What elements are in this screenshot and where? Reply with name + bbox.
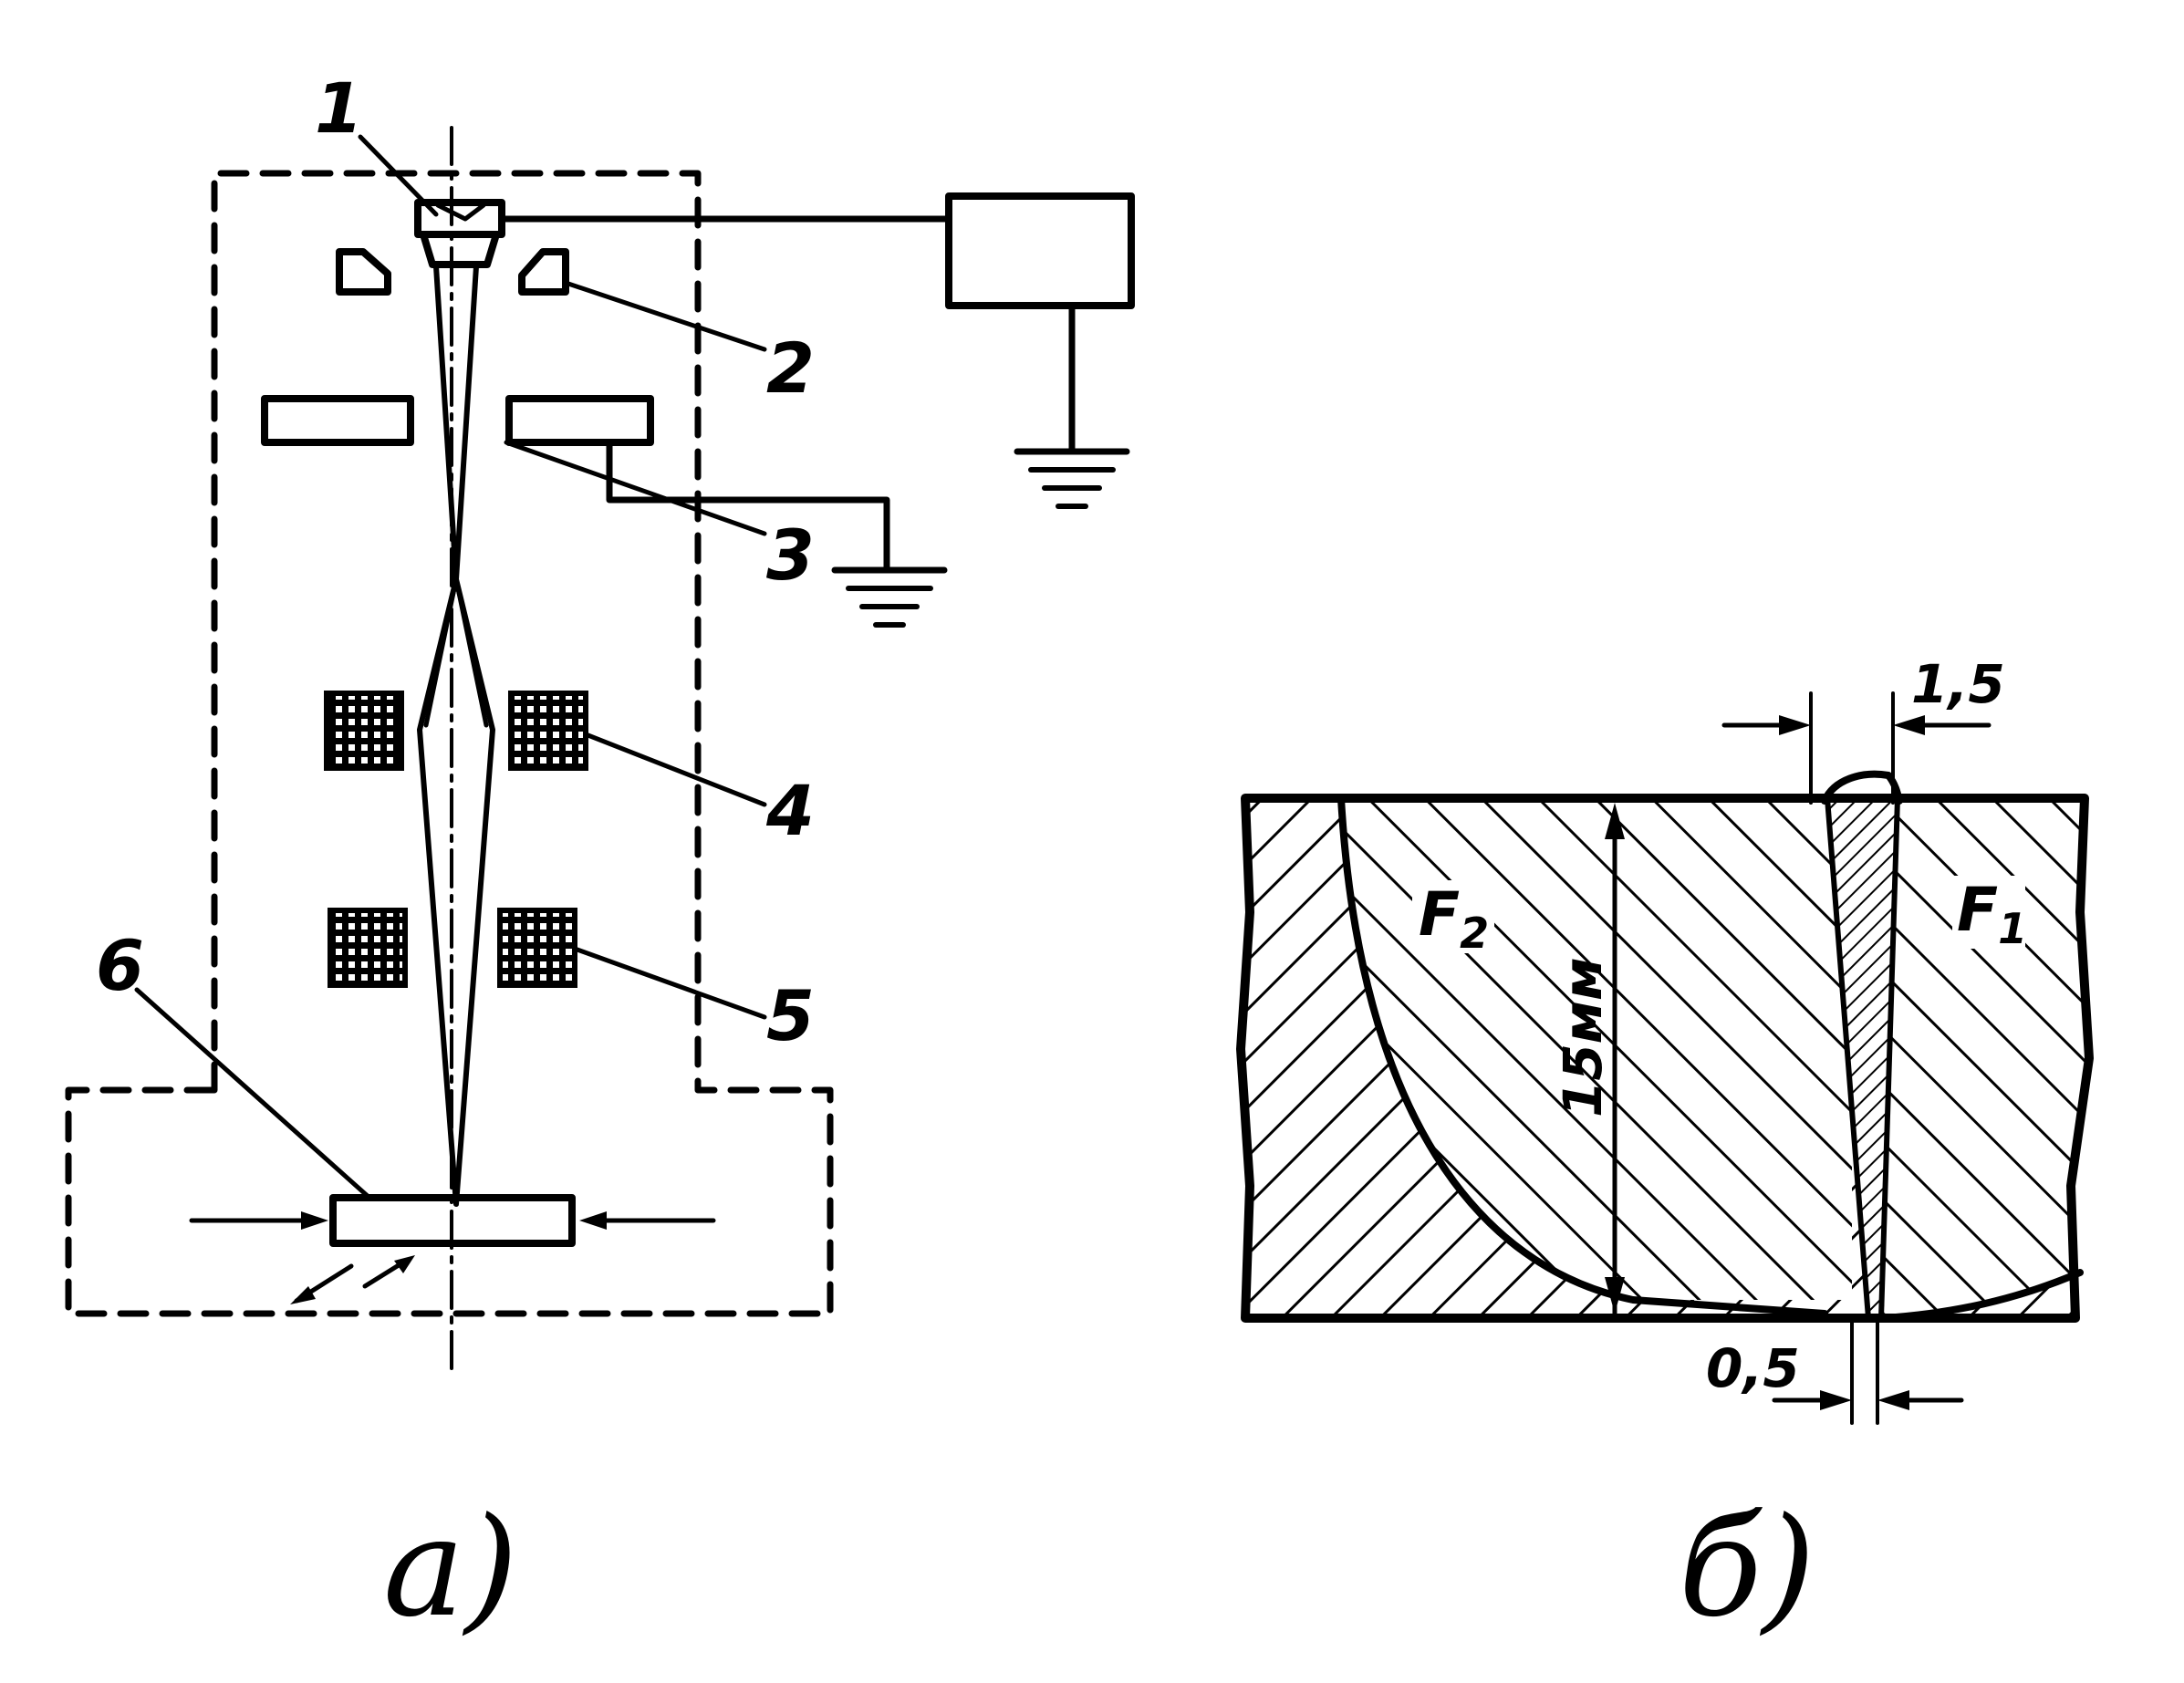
label-anode: 3 (766, 514, 815, 596)
depth-label: 15мм (1552, 957, 1614, 1117)
deflection-coil-left (328, 908, 408, 988)
f2-label-bg (1412, 880, 1494, 953)
anode-ground-wire (606, 439, 890, 574)
anode-left (261, 395, 414, 446)
top-width-dimension (1721, 691, 1992, 805)
ground-symbol-supply (1014, 448, 1130, 509)
focusing-electrode-left (336, 248, 391, 296)
caption-b: б) (1679, 1489, 1815, 1647)
bottom-width-label: 0,5 (1706, 1337, 1800, 1399)
f1-label: F1 (1957, 875, 2027, 953)
leader-lines (134, 134, 767, 1200)
workpiece-motion-arrows (290, 1255, 415, 1304)
weld-cross-section: 15мм 1,5 0,5 F2 F1 б) (1236, 653, 2094, 1647)
bottom-width-dimension (1772, 1316, 1964, 1425)
plate-outline (1236, 794, 2094, 1323)
power-supply (945, 192, 1135, 309)
depth-dimension (1605, 803, 1625, 1316)
ground-symbol-anode (831, 566, 948, 628)
vacuum-chamber-outline (65, 170, 834, 1317)
magnetic-lens-right (508, 691, 588, 771)
f2-boundary (1337, 795, 1828, 1317)
fusion-zone-f1-hatch (1884, 798, 2085, 1318)
label-magnetic-lens: 4 (765, 770, 815, 851)
weld-crown (1821, 770, 1903, 805)
label-deflection-system: 5 (766, 975, 815, 1056)
magnetic-lens-left (324, 691, 404, 771)
electron-beam (417, 264, 495, 1207)
anode-right (505, 395, 654, 446)
focusing-electrode-right (518, 248, 569, 296)
workpiece-clamp-arrows (189, 1211, 716, 1230)
label-workpiece: 6 (96, 925, 144, 1006)
f2-label: F2 (1419, 879, 1489, 958)
electron-beam-scheme: 1 2 3 4 5 6 а) (65, 68, 1135, 1647)
label-cathode: 1 (315, 68, 363, 149)
label-focusing-electrode: 2 (766, 327, 815, 409)
top-width-label: 1,5 (1911, 653, 2005, 715)
deflection-coil-right (497, 908, 577, 988)
workpiece (329, 1194, 576, 1247)
f1-bottom-boundary (1880, 1269, 2084, 1322)
f1-label-bg (1952, 876, 2025, 949)
caption-a: а) (383, 1489, 518, 1647)
